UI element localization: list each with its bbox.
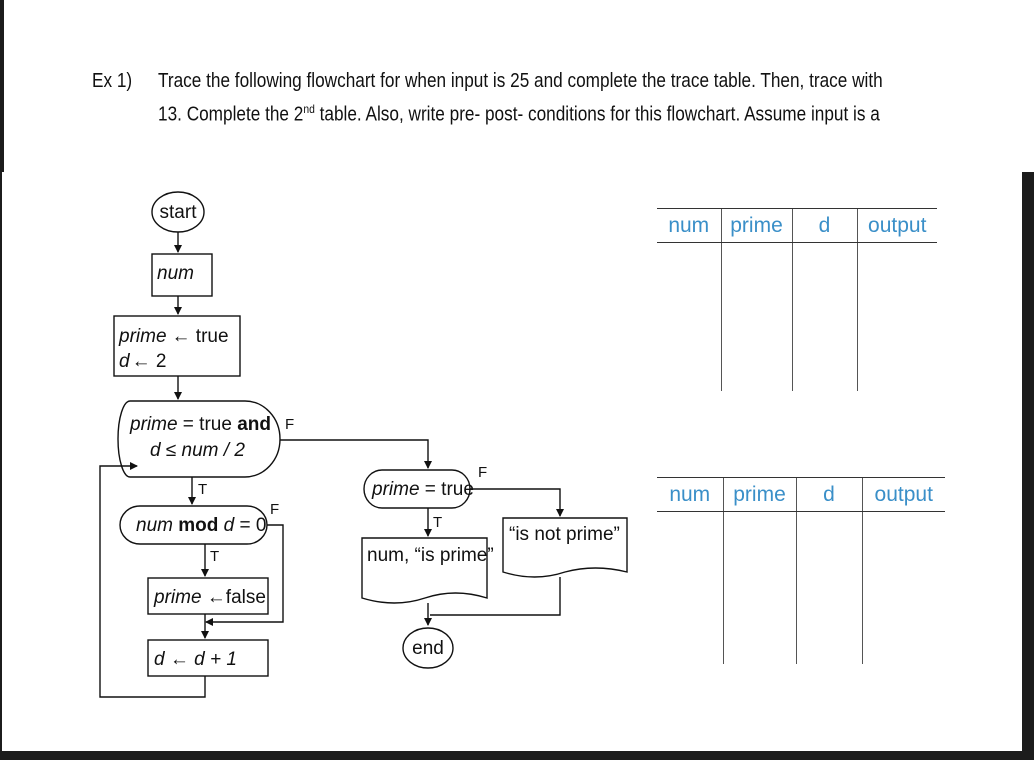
trace-table-header-row: num prime d output: [657, 208, 937, 243]
column-header: num: [657, 208, 721, 243]
cond2-d-var: d: [224, 515, 236, 536]
output-not-prime-text: “is not prime”: [509, 524, 620, 545]
cond3-prime-var: prime: [371, 479, 420, 500]
prime-condition-shape: [363, 469, 471, 509]
question-text-line2-b: table. Also, write pre- post- conditions…: [314, 103, 880, 126]
cond1-eq: = true: [178, 414, 238, 435]
cond1-line1: prime = true and: [129, 414, 271, 435]
table-row: [657, 242, 937, 391]
frame-left-edge-lower: [0, 172, 2, 752]
column-header: prime: [722, 477, 796, 512]
table-cell[interactable]: [657, 512, 723, 664]
label-true-cond2: T: [210, 548, 219, 565]
flow-arrow: [430, 577, 561, 616]
init-box: [113, 315, 241, 377]
flow-arrow-false: [280, 439, 432, 469]
trace-table-header-row: num prime d output: [657, 477, 945, 512]
frame-left-edge: [0, 0, 4, 172]
init-d-op: ← 2: [132, 351, 167, 372]
assign-false-box: [147, 577, 269, 615]
assign-false-text: prime ←false: [153, 587, 266, 608]
column-header: output: [861, 477, 945, 512]
input-num-box: [151, 253, 213, 297]
loop-back-arrow: [99, 462, 206, 698]
assign-false-var: prime: [153, 587, 202, 608]
question-text-line2-a: 13. Complete the 2: [158, 103, 304, 126]
increment-box: [147, 639, 269, 677]
end-label: end: [412, 638, 444, 659]
cond2-rest: = 0: [234, 515, 266, 536]
cond3-text: prime = true: [371, 479, 474, 500]
init-d-var: d: [119, 351, 131, 372]
table-cell[interactable]: [861, 511, 945, 664]
mod-condition-shape: [119, 505, 268, 545]
question-text-line1: Trace the following flowchart for when i…: [158, 70, 883, 92]
init-prime-op: ← true: [172, 326, 229, 347]
table-cell[interactable]: [795, 511, 862, 664]
cond2-text: num mod d = 0: [136, 515, 266, 536]
column-header: output: [856, 208, 937, 243]
table-cell[interactable]: [722, 511, 796, 664]
label-false-cond1: F: [285, 416, 294, 433]
column-header: prime: [720, 208, 792, 243]
output-prime-text: num, “is prime”: [367, 545, 494, 566]
question-number: Ex 1): [92, 70, 133, 92]
cond1-and: and: [237, 414, 271, 435]
trace-table-1: num prime d output: [657, 208, 937, 391]
start-label: start: [160, 202, 198, 223]
cond2-num-var: num: [136, 515, 173, 536]
cond1-line2: d ≤ num / 2: [150, 440, 245, 461]
question-text-line2: 13. Complete the 2nd table. Also, write …: [158, 102, 880, 127]
cond2-mod: mod: [173, 515, 224, 536]
column-header: d: [795, 477, 862, 512]
frame-right-edge: [1022, 172, 1034, 760]
trace-table-2: num prime d output: [657, 477, 945, 664]
end-terminal: [402, 627, 454, 669]
table-row: [657, 511, 945, 664]
assign-false-op: ←false: [202, 587, 266, 608]
loop-condition-shape: [117, 400, 281, 478]
output-prime-shape: [361, 537, 488, 604]
label-true-cond1: T: [198, 481, 207, 498]
column-header: d: [791, 208, 857, 243]
flow-arrow-false: [205, 524, 284, 626]
init-prime-line: prime← true: [118, 326, 229, 347]
increment-text: d ← d + 1: [154, 649, 237, 670]
column-header: num: [657, 477, 723, 512]
flow-arrow-false: [470, 488, 564, 517]
label-false-cond3: F: [478, 464, 487, 481]
init-prime-var: prime: [118, 326, 167, 347]
table-cell[interactable]: [856, 242, 937, 391]
frame-bottom-edge: [0, 751, 1034, 760]
cond3-rest: = true: [420, 479, 474, 500]
question-text-superscript: nd: [303, 102, 315, 116]
table-cell[interactable]: [720, 242, 792, 391]
label-false-cond2: F: [270, 501, 279, 518]
cond1-prime-var: prime: [129, 414, 178, 435]
input-num-label: num: [157, 263, 194, 284]
label-true-cond3: T: [433, 514, 442, 531]
table-cell[interactable]: [791, 242, 857, 391]
output-not-prime-shape: [502, 517, 628, 578]
init-d-line: d← 2: [119, 351, 166, 372]
table-cell[interactable]: [657, 243, 721, 391]
